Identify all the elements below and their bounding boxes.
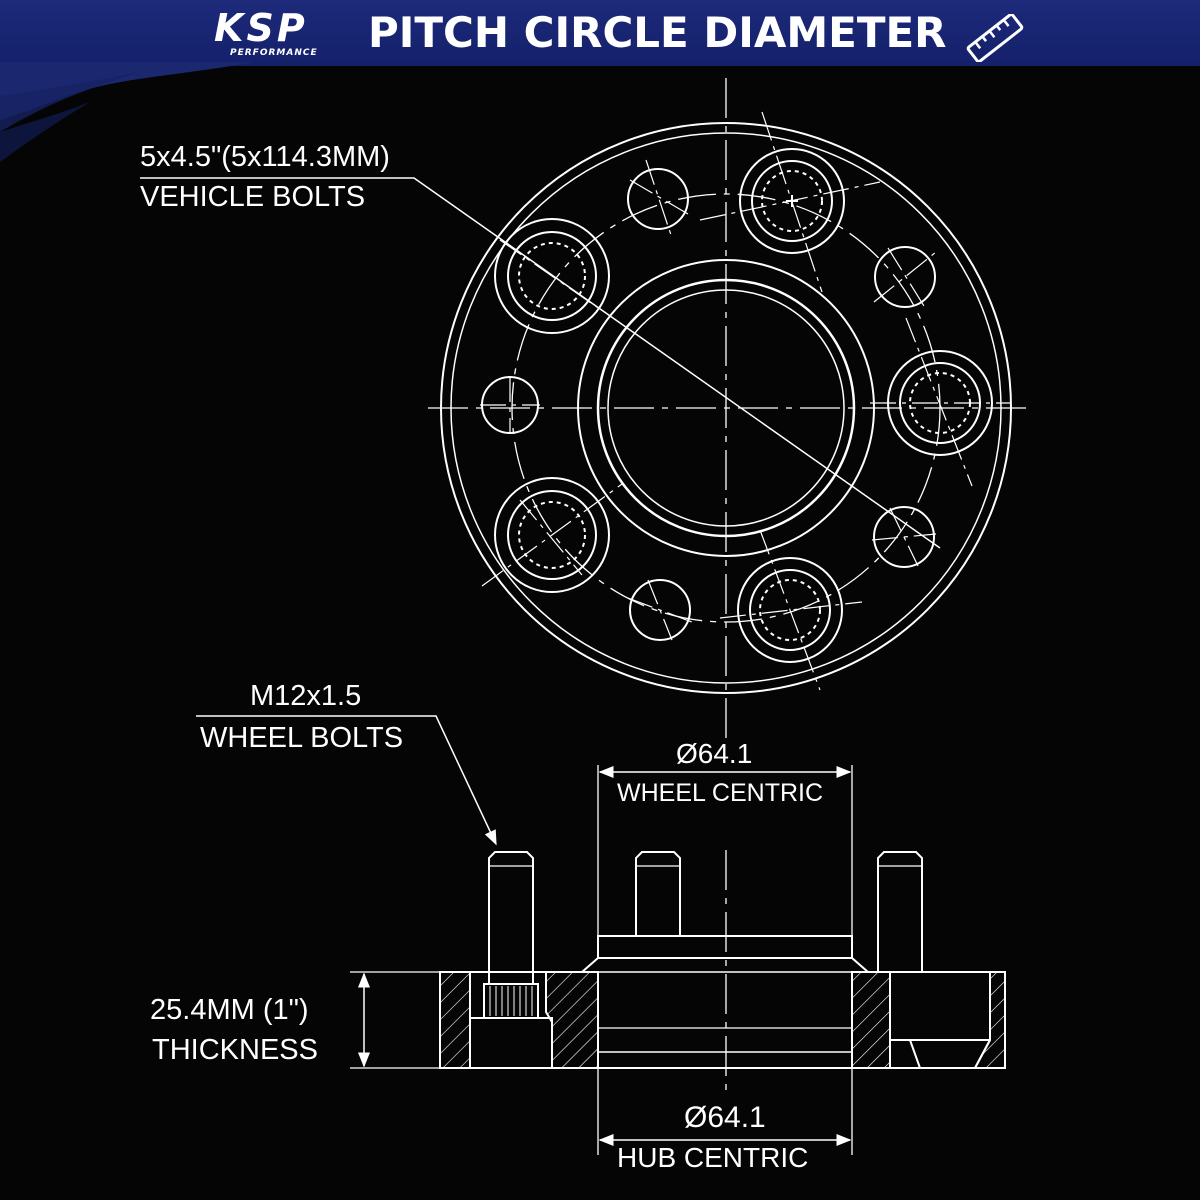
hub-centric-label: HUB CENTRIC <box>617 1142 809 1173</box>
flange-left-hatch <box>439 971 471 1069</box>
header-banner <box>0 0 1200 66</box>
flange-left-hatch <box>545 971 599 1069</box>
page-title: PITCH CIRCLE DIAMETER <box>368 8 947 57</box>
vehicle-bolt-hole <box>739 148 845 254</box>
thickness-label: THICKNESS <box>152 1034 318 1066</box>
side-section <box>196 715 1006 1155</box>
vehicle-bolts-spec: 5x4.5"(5x114.3MM) <box>140 141 390 173</box>
wheel-bolt-hole <box>873 506 935 568</box>
wheel-bolts-leader <box>196 715 497 846</box>
logo-subtext: PERFORMANCE <box>230 48 318 58</box>
wheel-bolt-stud <box>877 851 923 972</box>
spacer-profile <box>439 935 1006 1069</box>
stud-knurl <box>483 983 539 1018</box>
hole-centerlines <box>480 111 1010 691</box>
wheel-bolt-stud <box>488 851 534 984</box>
wheel-centric-value: Ø64.1 <box>676 738 753 769</box>
stud-knurl-lines <box>489 986 533 1016</box>
ruler-icon <box>966 14 1024 62</box>
wheel-bolt-hole <box>627 168 689 230</box>
wheel-bolt-stud <box>635 851 681 936</box>
vehicle-bolts-leader <box>140 177 941 549</box>
vehicle-bolt-countersink <box>889 972 991 1069</box>
vehicle-bolts-label: VEHICLE BOLTS <box>140 181 366 213</box>
wheel-bolt-hole <box>629 579 691 641</box>
thickness-value: 25.4MM (1") <box>150 994 309 1026</box>
wheel-bolts-label: WHEEL BOLTS <box>200 722 404 754</box>
wheel-bolt-hole <box>874 246 936 308</box>
wheel-bolts-spec: M12x1.5 <box>250 680 362 712</box>
vehicle-bolt-hole <box>494 218 610 334</box>
vehicle-bolt-hole <box>737 557 843 663</box>
logo-text: KSP <box>214 6 308 50</box>
vehicle-bolt-hole <box>494 477 610 593</box>
ksp-logo: KSP PERFORMANCE <box>208 8 348 60</box>
wheel-centric-label: WHEEL CENTRIC <box>617 779 824 807</box>
hub-centric-value: Ø64.1 <box>684 1101 766 1134</box>
front-view <box>140 78 1028 738</box>
flange-right-hatch <box>851 971 891 1069</box>
stud-pocket <box>469 1017 553 1069</box>
brush-stroke-decoration <box>0 62 255 162</box>
